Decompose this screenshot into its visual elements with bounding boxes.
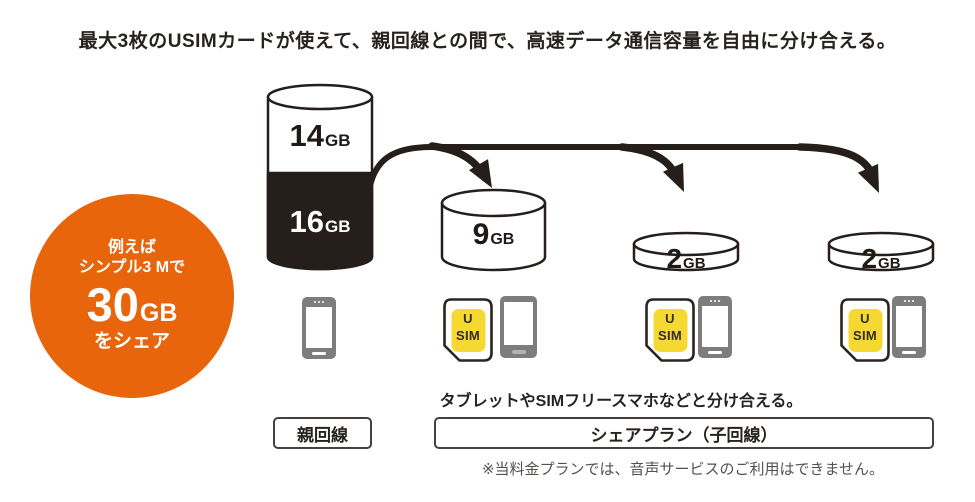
phone-speaker-dots [904,300,914,302]
child-2-capacity-unit: GB [683,255,706,272]
parent-remaining-value: 14 [289,118,324,153]
usim-label-line2: SIM [657,327,682,343]
parent-shared-value: 16 [289,204,324,239]
parent-shared-unit: GB [324,217,351,236]
parent-line-label: 親回線 [297,425,348,445]
promo-badge: 例えば シンプル3 Mで 30 GB をシェア [30,194,234,398]
usim-card-icon: U SIM [443,298,493,362]
phone-screen [306,307,332,348]
child-cylinder-1-top-ellipse [440,188,547,218]
child-2-capacity-value: 2 [666,243,683,274]
child-1-capacity-unit: GB [490,231,515,248]
arrowhead-3-icon [857,163,879,193]
promo-line2: シンプル3 Mで [78,258,186,276]
parent-remaining-unit: GB [324,131,351,150]
usim-label: U SIM [652,311,688,345]
heading-text: 最大3枚のUSIMカードが使えて、親回線との間で、高速データ通信容量を自由に分け… [78,31,897,52]
parent-remaining-label: 14 GB [268,118,372,154]
footnote: ※当料金プランでは、音声サービスのご利用はできません。 [481,461,885,478]
child-cylinder-1-body [440,201,547,272]
phone-speaker-dots [710,300,720,302]
arrowhead-2-icon [662,162,684,192]
usim-card-shape [645,298,695,362]
phone-homebar [312,352,326,355]
tablet-screen [504,302,533,345]
usim-chip [848,309,883,352]
child-1-capacity-label: 9 GB [442,218,545,251]
child-cylinder-2-top-ellipse [632,231,740,257]
child-2-smartphone-icon [698,296,732,358]
usim-chip [451,309,486,352]
child-3-capacity-value: 2 [861,243,878,274]
parent-phone-icon [302,297,336,359]
usim-label-line1: U [665,311,675,326]
promo-capacity: 30 GB [86,277,178,331]
promo-capacity-unit: GB [139,298,178,327]
share-note: タブレットやSIMフリースマホなどと分け合える。 [439,393,803,410]
parent-cylinder-top-ellipse [266,83,374,111]
usim-card-shape [443,298,493,362]
usim-label-line1: U [463,311,473,326]
parent-line-label-box: 親回線 [273,417,372,449]
usim-card-icon: U SIM [840,298,890,362]
share-plan-label: シェアプラン（子回線） [590,425,778,445]
usim-chip [653,309,688,352]
usim-label: U SIM [450,311,486,345]
parent-shared-label: 16 GB [268,204,372,240]
usim-label-line2: SIM [455,327,480,343]
child-1-capacity-value: 9 [472,218,490,251]
arrowhead-1-icon [468,159,492,188]
share-arrow-trunk [365,144,809,201]
phone-screen [702,306,728,347]
usim-card-icon: U SIM [645,298,695,362]
parent-cylinder-shared-fill [266,171,374,271]
phone-screen [896,306,922,347]
tablet-homebar [511,350,526,354]
usim-label: U SIM [847,311,883,345]
child-1-tablet-icon [500,296,537,358]
usim-label-line2: SIM [852,327,877,343]
usim-card-shape [840,298,890,362]
child-3-capacity-unit: GB [878,255,901,272]
phone-homebar [902,351,916,354]
child-3-smartphone-icon [892,296,926,358]
usim-label-line1: U [860,311,870,326]
share-plan-label-box: シェアプラン（子回線） [434,417,934,449]
promo-line1: 例えば [107,238,156,256]
child-cylinder-3-top-ellipse [827,231,935,257]
phone-homebar [708,351,722,354]
phone-speaker-dots [314,301,324,303]
promo-line3: をシェア [93,331,170,353]
child-3-capacity-label: 2 GB [829,243,933,274]
child-2-capacity-label: 2 GB [634,243,738,274]
promo-capacity-value: 30 [86,277,139,331]
